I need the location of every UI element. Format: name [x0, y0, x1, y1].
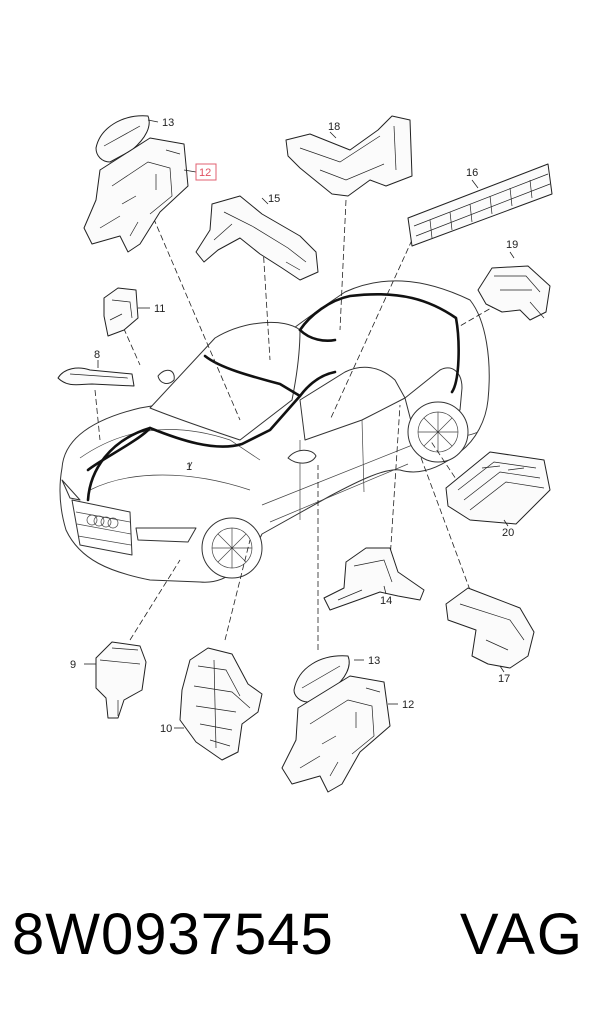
- part-number: 8W0937545: [12, 902, 334, 967]
- callout-9: 9: [70, 659, 76, 671]
- part-15-bracket: [195, 195, 319, 281]
- parts-diagram: 13 12 18 15 16 19 11 8 1 20 14 17 9 13 1…: [57, 115, 553, 793]
- part-16-trim-strip: [407, 163, 553, 247]
- callout-20: 20: [502, 527, 514, 539]
- rear-wheel: [407, 401, 469, 463]
- part-13-module-bottom: [293, 655, 350, 703]
- part-10-harness-frame: [179, 647, 263, 761]
- callout-labels: 13 12 18 15 16 19 11 8 1 20 14 17 9 13 1…: [70, 117, 518, 735]
- brand-label: VAG: [459, 902, 584, 967]
- part-8-channel: [57, 367, 135, 387]
- callout-17: 17: [498, 673, 510, 685]
- callout-18: 18: [328, 121, 340, 133]
- callout-12-bottom: 12: [402, 699, 414, 711]
- callout-13-top: 13: [162, 117, 174, 129]
- callout-11: 11: [154, 303, 165, 315]
- callout-19: 19: [506, 239, 518, 251]
- callout-leads: [84, 119, 515, 729]
- front-wheel: [201, 517, 263, 579]
- callout-8: 8: [94, 349, 100, 361]
- callout-1: 1: [186, 461, 192, 473]
- part-19-connector-housing: [477, 265, 551, 321]
- part-12-bracket-top: [83, 137, 189, 253]
- part-18-duct: [285, 115, 413, 197]
- callout-14: 14: [380, 595, 392, 607]
- car-outline: [59, 280, 490, 583]
- callout-12-highlight-box: [195, 163, 217, 181]
- brand-rings-logo: [86, 514, 119, 529]
- part-12-bracket-bottom: [281, 675, 391, 793]
- callout-10: 10: [160, 723, 172, 735]
- callout-16: 16: [466, 167, 478, 179]
- footer: 8W0937545 VAG: [0, 890, 600, 980]
- part-14-bracket: [323, 547, 425, 611]
- callout-13-bottom: 13: [368, 655, 380, 667]
- part-20-fuse-box: [445, 451, 551, 525]
- part-9-switch: [95, 641, 147, 719]
- wiring-harness: [86, 292, 460, 502]
- part-13-module-top: [95, 115, 150, 163]
- callout-12-top: 12: [199, 167, 211, 179]
- leader-lines: [94, 199, 506, 650]
- part-11-clip: [103, 287, 139, 337]
- callout-15: 15: [268, 193, 280, 205]
- part-17-bracket: [445, 587, 535, 669]
